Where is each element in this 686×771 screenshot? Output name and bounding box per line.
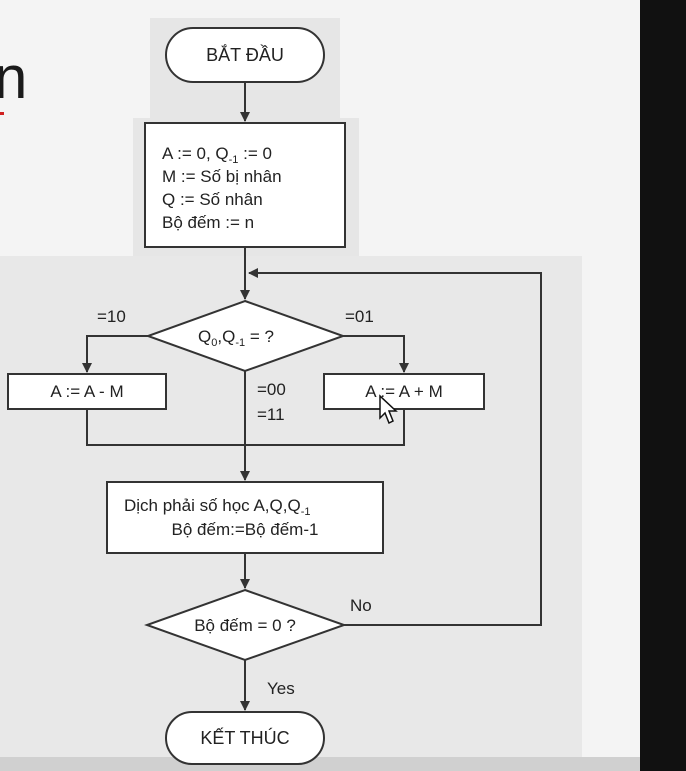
decision-q-label: Q bbox=[198, 327, 211, 346]
join-left-line bbox=[86, 409, 245, 446]
yes-label: Yes bbox=[267, 679, 295, 698]
init-line-1-sub: -1 bbox=[229, 154, 239, 166]
subtract-box bbox=[7, 373, 167, 410]
mouse-cursor-icon bbox=[379, 394, 398, 425]
shift-box bbox=[106, 481, 384, 554]
init-box bbox=[144, 122, 346, 248]
branch-right-label: =01 bbox=[345, 307, 374, 326]
end-label: KẾT THÚC bbox=[200, 727, 289, 748]
no-label: No bbox=[350, 596, 372, 615]
end-terminal bbox=[165, 711, 325, 765]
init-line-1: A := 0, Q-1 := 0 bbox=[162, 144, 272, 166]
cropped-title-underline bbox=[0, 112, 4, 115]
shift-line-1-sub: -1 bbox=[301, 506, 311, 518]
add-label: A := A + M bbox=[365, 382, 443, 401]
join-right-line bbox=[245, 409, 405, 446]
decision-q-1-label: ,Q bbox=[217, 327, 235, 346]
branch-mid-label-00: =00 bbox=[257, 380, 286, 399]
branch-left-line bbox=[82, 335, 148, 373]
init-line-1-text: A := 0, Q bbox=[162, 144, 229, 163]
decision-q0-sub: 0 bbox=[211, 337, 217, 349]
decision-counter-zero-label: Bộ đếm = 0 ? bbox=[194, 616, 296, 635]
init-line-1-tail: := 0 bbox=[238, 144, 272, 163]
bottom-bar bbox=[0, 757, 640, 771]
shift-line-2: Bộ đếm:=Bộ đếm-1 bbox=[172, 520, 319, 539]
subtract-label: A := A - M bbox=[50, 382, 123, 401]
loop-back-line bbox=[248, 268, 542, 626]
branch-left-label: =10 bbox=[97, 307, 126, 326]
shift-line-1: Dịch phải số học A,Q,Q-1 bbox=[124, 496, 310, 518]
start-label: BẮT ĐẦU bbox=[206, 44, 284, 65]
video-side-bar bbox=[640, 0, 686, 771]
cropped-title-letter: n bbox=[0, 44, 28, 111]
decision-q-1-sub: -1 bbox=[235, 337, 245, 349]
shift-line-1-text: Dịch phải số học A,Q,Q bbox=[124, 496, 301, 515]
decision-q0-q1-label: Q0,Q-1 = ? bbox=[198, 327, 274, 349]
branch-right-line bbox=[343, 335, 409, 373]
init-line-4: Bộ đếm := n bbox=[162, 213, 254, 232]
init-line-3: Q := Số nhân bbox=[162, 190, 263, 209]
branch-mid-label-11: =11 bbox=[257, 405, 285, 424]
decision-q-tail: = ? bbox=[245, 327, 274, 346]
init-line-2: M := Số bị nhân bbox=[162, 167, 282, 186]
